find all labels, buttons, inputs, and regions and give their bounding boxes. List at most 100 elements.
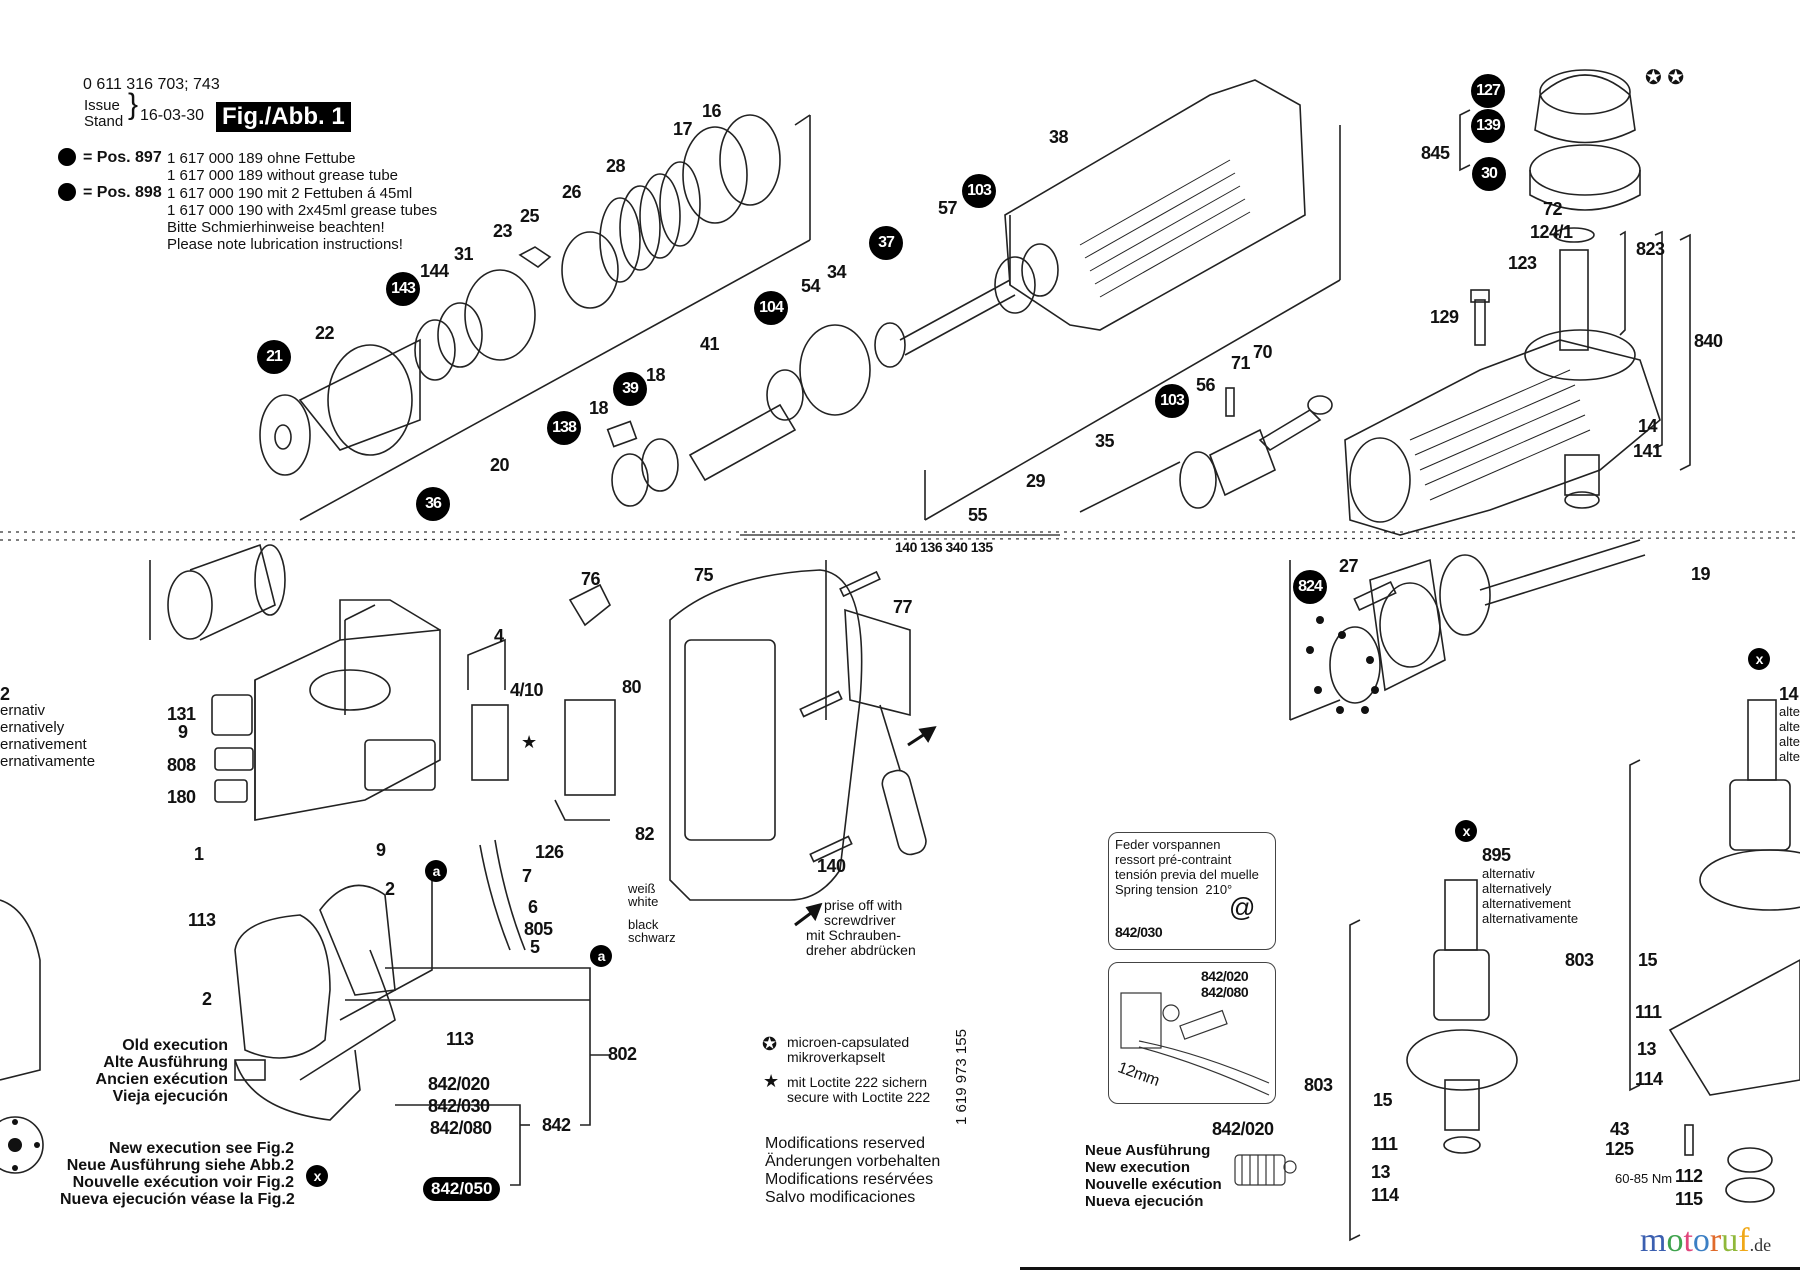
brush-part-1: 842/020 (1201, 968, 1249, 984)
callout-9: 9 (178, 722, 188, 742)
callout-38: 38 (1049, 127, 1069, 147)
legend-line: mit Loctite 222 sichern (787, 1074, 928, 1090)
callout-144: 144 (420, 261, 449, 281)
logo-letter: r (1709, 1222, 1722, 1259)
logo-letter: o (1666, 1222, 1684, 1259)
alt-line: alte (1779, 719, 1800, 734)
micro-capsule-icon: ✪ (762, 1034, 778, 1054)
callout-111: 111 (1371, 1134, 1398, 1154)
document-number: 1 619 973 155 (953, 1029, 970, 1125)
spring-line: Feder vorspannen (1115, 837, 1221, 852)
callout-4: 4 (494, 626, 504, 646)
callout-842-050-badge: 842/050 (423, 1177, 501, 1201)
callout-180: 180 (167, 787, 196, 807)
callout-114: 114 (1635, 1069, 1663, 1089)
modifications-line: Modifications reserved (765, 1135, 926, 1152)
prise-off-line: dreher abdrücken (806, 942, 916, 958)
callout-125: 125 (1605, 1139, 1634, 1159)
logo-letters: motoruf (1640, 1222, 1750, 1260)
brush-detail-box: 842/020 842/080 12mm (1108, 962, 1276, 1104)
callout-2: 2 (385, 879, 395, 899)
callout-77: 77 (893, 597, 913, 617)
loctite-legend: mit Loctite 222 sichern secure with Loct… (787, 1075, 930, 1105)
pos-897-line1: 1 617 000 189 ohne Fettube (167, 150, 356, 167)
callout-82: 82 (635, 824, 655, 844)
callout-31: 31 (454, 244, 474, 264)
bottom-rule (1020, 1267, 1800, 1270)
alt-line: ernatively (0, 719, 65, 736)
old-execution-line: Ancien exécution (95, 1071, 228, 1088)
callout-842-020: 842/020 (428, 1074, 490, 1094)
strip-labels: 140 136 340 135 (895, 539, 993, 555)
callout-27: 27 (1339, 556, 1359, 576)
new-execution-line: Nouvelle exécution voir Fig.2 (72, 1174, 294, 1191)
new-execution-brush-note: Neue Ausführung New execution Nouvelle e… (1085, 1142, 1222, 1210)
callout-824-badge: 824 (1293, 570, 1327, 604)
new-execution-line: Nueva ejecución (1085, 1193, 1204, 1210)
pos-897-line2: 1 617 000 189 without grease tube (167, 167, 399, 184)
callout-139-badge: 139 (1471, 109, 1505, 143)
callout-17: 17 (673, 119, 693, 139)
alt-line: ernativement (0, 736, 87, 753)
part-number: 0 611 316 703; 743 (83, 76, 220, 93)
prise-off-note: prise off with screwdriver mit Schrauben… (806, 898, 916, 958)
callout-28: 28 (606, 156, 626, 176)
callout-x-badge: x (1455, 820, 1477, 842)
callout-802: 802 (608, 1044, 637, 1064)
callout-9: 9 (376, 840, 386, 860)
grease-dot-icon (58, 183, 76, 201)
callout-143-partial: 14 (1779, 684, 1799, 704)
callout-25: 25 (520, 206, 540, 226)
callout-16: 16 (702, 101, 722, 121)
legend-line: mikroverkapselt (787, 1049, 886, 1065)
brush-part-2: 842/080 (1201, 984, 1249, 1000)
callout-842: 842 (542, 1115, 571, 1135)
callout-129: 129 (1430, 307, 1459, 327)
callout-840: 840 (1694, 331, 1723, 351)
wire-white-en: white (628, 894, 659, 909)
callout-13: 13 (1371, 1162, 1391, 1182)
callout-70: 70 (1253, 342, 1273, 362)
logo-letter: o (1692, 1222, 1710, 1259)
callout-5: 5 (530, 937, 540, 957)
callout-72: 72 (1543, 199, 1563, 219)
alt-line: alternativement (1482, 896, 1571, 911)
alt-line: alternatively (1482, 881, 1552, 896)
logo-letter: t (1683, 1222, 1693, 1259)
callout-123: 123 (1508, 253, 1537, 273)
callout-113: 113 (446, 1029, 474, 1049)
callout-803: 803 (1565, 950, 1594, 970)
callout-823: 823 (1636, 239, 1665, 259)
callout-75: 75 (694, 565, 714, 585)
logo-letter: u (1721, 1222, 1739, 1259)
new-execution-note: New execution see Fig.2 Neue Ausführung … (60, 1140, 295, 1208)
callout-19: 19 (1691, 564, 1711, 584)
modifications-line: Modifications resérvées (765, 1171, 934, 1188)
micro-capsule-legend: microen-capsulated mikroverkapselt (787, 1035, 909, 1065)
callout-39-badge: 39 (613, 372, 647, 406)
new-execution-line: Nouvelle exécution (1085, 1176, 1222, 1193)
alternative-text: alternativ alternatively alternativement… (1482, 866, 1578, 926)
new-execution-line: Nueva ejecución véase la Fig.2 (60, 1191, 295, 1208)
callout-140: 140 (817, 856, 846, 876)
callout-126: 126 (535, 842, 564, 862)
grease-dot-icon (58, 148, 76, 166)
callout-21-badge: 21 (257, 340, 291, 374)
callout-138-badge: 138 (547, 411, 581, 445)
callout-103-badge: 103 (962, 174, 996, 208)
callout-18: 18 (646, 365, 666, 385)
connector-a-badge: a (425, 860, 447, 882)
callout-80: 80 (622, 677, 642, 697)
callout-35: 35 (1095, 431, 1115, 451)
callout-36-badge: 36 (416, 487, 450, 521)
callout-x-badge: x (1748, 648, 1770, 670)
pliers-illustration (1120, 992, 1270, 1096)
logo-letter: f (1738, 1222, 1750, 1259)
motoruf-watermark-logo: motoruf.de (1640, 1222, 1771, 1260)
legend-line: microen-capsulated (787, 1034, 910, 1050)
callout-115: 115 (1675, 1189, 1703, 1209)
spring-angle: 210° (1205, 882, 1233, 897)
callout-141: 141 (1633, 441, 1662, 461)
spring-line: tensión previa del muelle (1115, 867, 1259, 882)
